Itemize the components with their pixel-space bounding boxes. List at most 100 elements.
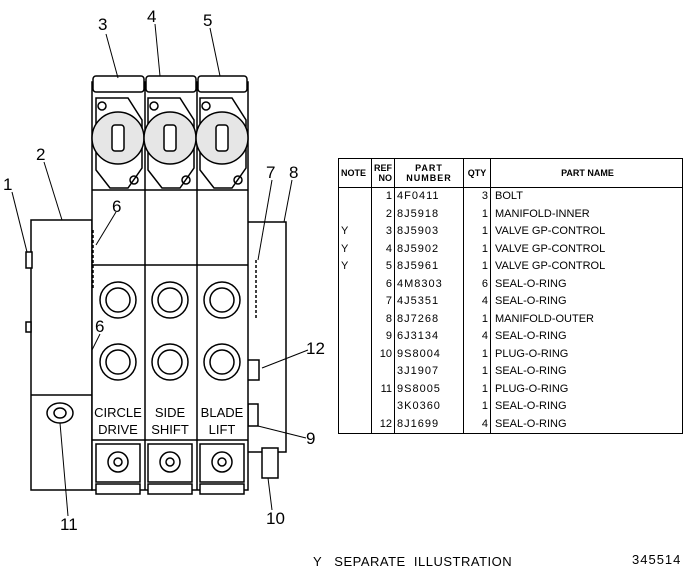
header-ref-no: REF NO <box>371 158 395 188</box>
cell-part-name: SEAL-O-RING <box>490 328 683 346</box>
cell-ref: 4 <box>371 240 395 258</box>
cell-part-name: BOLT <box>490 187 683 206</box>
cell-note <box>338 363 372 381</box>
label-circle-drive-1: CIRCLE <box>94 405 142 420</box>
cell-part-name: SEAL-O-RING <box>490 293 683 311</box>
cell-ref: 6 <box>371 275 395 293</box>
cell-ref: 10 <box>371 345 395 363</box>
cell-qty: 3 <box>463 187 491 206</box>
cell-note <box>338 380 372 398</box>
outer-manifold-right <box>245 221 287 479</box>
header-part-number: PART NUMBER <box>394 158 464 188</box>
cell-qty: 1 <box>463 240 491 258</box>
cell-qty: 1 <box>463 223 491 241</box>
cell-part-number: 8J5961 <box>394 258 464 276</box>
cell-qty: 1 <box>463 345 491 363</box>
header-ref-line1: REF <box>374 163 392 173</box>
cell-ref: 5 <box>371 258 395 276</box>
callout-9: 9 <box>306 429 315 448</box>
leader-lines <box>11 23 309 517</box>
cell-part-name: SEAL-O-RING <box>490 275 683 293</box>
cell-ref: 1 <box>371 187 395 206</box>
callout-7: 7 <box>266 163 275 182</box>
callout-4: 4 <box>147 7 156 26</box>
callout-5: 5 <box>203 11 212 30</box>
valve-flange-5 <box>195 97 249 189</box>
cell-note <box>338 415 372 434</box>
header-pn-line2: NUMBER <box>406 173 452 183</box>
cell-note <box>338 310 372 328</box>
cell-qty: 6 <box>463 275 491 293</box>
cell-part-name: SEAL-O-RING <box>490 398 683 416</box>
callout-1: 1 <box>3 175 12 194</box>
cell-note <box>338 293 372 311</box>
cell-ref: 12 <box>371 415 395 434</box>
cell-part-number: 4F0411 <box>394 187 464 206</box>
cell-part-name: MANIFOLD-OUTER <box>490 310 683 328</box>
valve-flange-4 <box>143 97 197 189</box>
valve-flange-3 <box>91 97 145 189</box>
table-header-row: NOTE REF NO PART NUMBER QTY PART NAME <box>338 158 683 188</box>
cell-part-name: VALVE GP-CONTROL <box>490 240 683 258</box>
illustration-number: 345514 <box>632 552 682 567</box>
cell-ref: 11 <box>371 380 395 398</box>
cell-note: Y <box>338 258 372 276</box>
cell-note <box>338 275 372 293</box>
cell-part-number: 6J3134 <box>394 328 464 346</box>
cell-ref: 3 <box>371 223 395 241</box>
callout-8: 8 <box>289 163 298 182</box>
cell-qty: 1 <box>463 380 491 398</box>
cell-note <box>338 398 372 416</box>
cell-qty: 1 <box>463 363 491 381</box>
cell-part-number: 8J7268 <box>394 310 464 328</box>
label-blade-lift-1: BLADE <box>201 405 244 420</box>
cell-part-number: 4J5351 <box>394 293 464 311</box>
cell-note <box>338 328 372 346</box>
cell-note <box>338 187 372 206</box>
cell-part-number: 3K0360 <box>394 398 464 416</box>
cell-note <box>338 345 372 363</box>
header-note: NOTE <box>338 158 372 188</box>
label-side-shift-1: SIDE <box>155 405 186 420</box>
cell-part-name: SEAL-O-RING <box>490 363 683 381</box>
cell-part-name: MANIFOLD-INNER <box>490 205 683 223</box>
cell-part-number: 8J5918 <box>394 205 464 223</box>
cell-part-number: 8J5902 <box>394 240 464 258</box>
valve-top-caps <box>92 75 248 93</box>
valve-assembly-illustration: 1 2 3 4 5 6 6 7 8 9 10 11 12 CIRCLE DRIV… <box>3 7 325 534</box>
cell-part-name: VALVE GP-CONTROL <box>490 258 683 276</box>
o-ring-seals <box>92 230 257 320</box>
cell-qty: 4 <box>463 293 491 311</box>
footnote: Y SEPARATE ILLUSTRATION <box>313 554 513 569</box>
cell-qty: 4 <box>463 328 491 346</box>
label-side-shift-2: SHIFT <box>151 422 189 437</box>
cell-ref <box>371 363 395 381</box>
header-pn-line1: PART <box>415 163 443 173</box>
callout-2: 2 <box>36 145 45 164</box>
cell-ref <box>371 398 395 416</box>
cell-part-name: PLUG-O-RING <box>490 380 683 398</box>
cell-qty: 4 <box>463 415 491 434</box>
cell-part-number: 9S8005 <box>394 380 464 398</box>
cell-qty: 1 <box>463 258 491 276</box>
cell-part-number: 8J1699 <box>394 415 464 434</box>
plug-11 <box>46 402 74 424</box>
header-ref-line2: NO <box>378 173 393 183</box>
cell-part-number: 9S8004 <box>394 345 464 363</box>
outer-manifold-left <box>25 219 93 491</box>
cell-note: Y <box>338 240 372 258</box>
cell-ref: 8 <box>371 310 395 328</box>
cell-note: Y <box>338 223 372 241</box>
